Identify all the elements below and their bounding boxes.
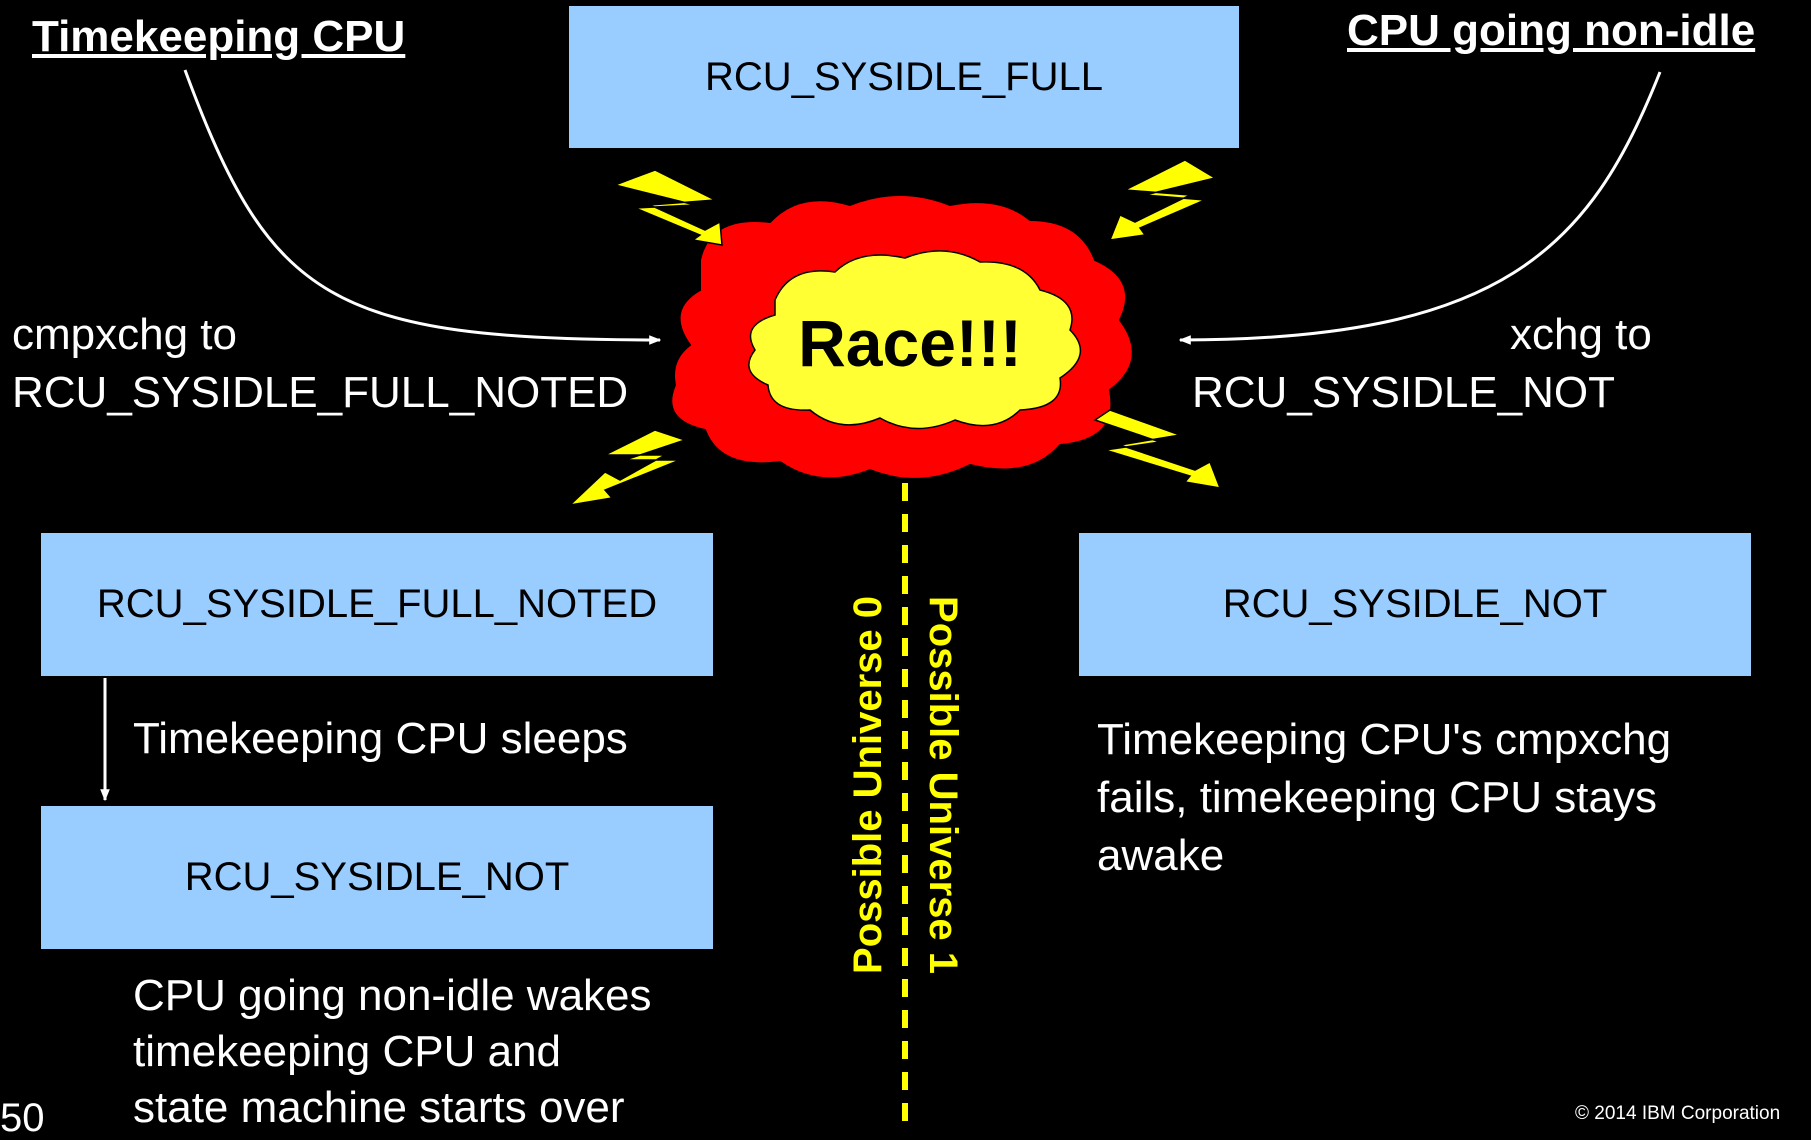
- possible-universe-0-label: Possible Universe 0: [846, 596, 890, 974]
- right-transition-label-line1: xchg to: [1510, 310, 1652, 359]
- lightning-bolt: [1093, 409, 1222, 489]
- state-label: RCU_SYSIDLE_FULL_NOTED: [96, 582, 658, 626]
- state-box-sysidle-full-noted: RCU_SYSIDLE_FULL_NOTED: [41, 533, 713, 676]
- copyright-notice: © 2014 IBM Corporation: [1575, 1103, 1781, 1124]
- wakes-note-line2: timekeeping CPU and: [133, 1027, 562, 1076]
- state-box-sysidle-full: RCU_SYSIDLE_FULL: [569, 6, 1239, 148]
- left-transition-arrow: [183, 69, 662, 345]
- state-label: RCU_SYSIDLE_NOT: [1222, 582, 1608, 626]
- wakes-note-line3: state machine starts over: [133, 1083, 625, 1132]
- left-transition-label-line2: RCU_SYSIDLE_FULL_NOTED: [12, 368, 629, 417]
- right-transition-label-line2: RCU_SYSIDLE_NOT: [1192, 368, 1616, 417]
- state-label: RCU_SYSIDLE_FULL: [705, 54, 1103, 99]
- sleeps-note: Timekeeping CPU sleeps: [133, 714, 628, 763]
- right-transition-arrow: [1178, 71, 1662, 345]
- race-cloud-inner: [748, 250, 1082, 430]
- wakes-note-line1: CPU going non-idle wakes: [133, 971, 652, 1020]
- state-box-sysidle-not-right: RCU_SYSIDLE_NOT: [1079, 533, 1751, 676]
- race-label: Race!!!: [798, 306, 1022, 380]
- possible-universe-1-label: Possible Universe 1: [921, 596, 965, 974]
- fails-note-line3: awake: [1097, 831, 1225, 880]
- left-transition-label-line1: cmpxchg to: [12, 310, 237, 359]
- fails-note-line2: fails, timekeeping CPU stays: [1097, 773, 1657, 822]
- state-label: RCU_SYSIDLE_NOT: [184, 855, 570, 899]
- lightning-bolt: [567, 429, 688, 507]
- slide-number: 50: [0, 1096, 45, 1140]
- fails-note-line1: Timekeeping CPU's cmpxchg: [1097, 715, 1672, 764]
- state-box-sysidle-not-left: RCU_SYSIDLE_NOT: [41, 806, 713, 949]
- timekeeping-cpu-heading: Timekeeping CPU: [32, 12, 406, 61]
- lightning-bolt: [612, 169, 723, 246]
- lightning-bolt: [1108, 159, 1217, 241]
- cpu-going-non-idle-heading: CPU going non-idle: [1347, 6, 1756, 55]
